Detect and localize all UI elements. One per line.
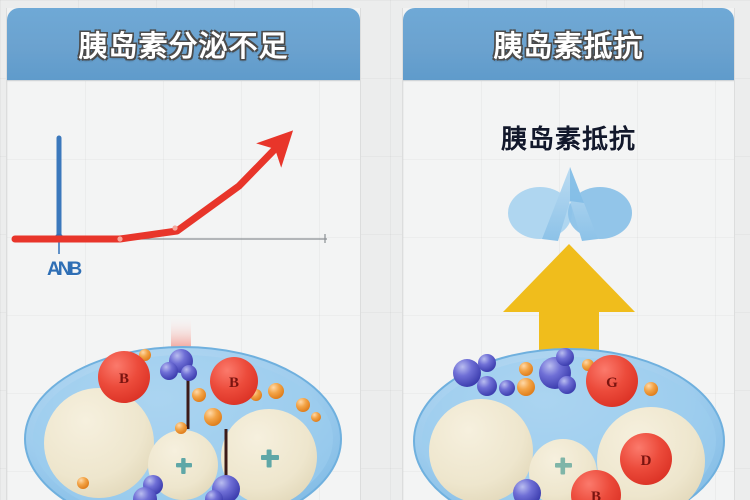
chart-point-knee bbox=[117, 236, 123, 242]
chart-axis-label: ANB bbox=[47, 259, 82, 280]
insulin-secretion-chart: ANB bbox=[7, 91, 360, 280]
up-arrow-shape bbox=[503, 244, 635, 371]
chart-red-curve bbox=[11, 130, 294, 243]
blue-granule-cluster bbox=[453, 348, 576, 500]
capsule-b-2-label: B bbox=[229, 375, 239, 391]
capsule-b-2: B bbox=[210, 357, 258, 405]
capsule-b-1: B bbox=[98, 351, 150, 403]
chart-point-mid bbox=[172, 225, 178, 231]
insulin-resistance-icon bbox=[506, 161, 634, 258]
chart-svg bbox=[11, 130, 327, 254]
capsule-b: B bbox=[571, 470, 621, 500]
capsule-g-label: G bbox=[606, 375, 618, 391]
capsule-d-label: D bbox=[641, 453, 652, 469]
panel-insulin-resistance: 胰岛素抵抗 胰岛素抵抗 bbox=[402, 8, 735, 500]
islet-lobe-left bbox=[44, 388, 154, 498]
capsule-b-1-label: B bbox=[119, 371, 129, 387]
islet-illustration-left: B B bbox=[21, 333, 346, 500]
capsule-d: D bbox=[620, 433, 672, 485]
insulin-resistance-label: 胰岛素抵抗 bbox=[500, 124, 636, 154]
blue-granule-cluster bbox=[133, 349, 240, 500]
insulin-resistance-icon-svg bbox=[508, 167, 632, 241]
receptor-wedge bbox=[542, 167, 598, 241]
receptor-wedge-shade bbox=[570, 167, 584, 203]
panel-header-left: 胰岛素分泌不足 bbox=[7, 8, 360, 80]
islet-illustration-right: G D B bbox=[411, 333, 729, 500]
capsule-g: G bbox=[586, 355, 638, 407]
plus-icon-right bbox=[261, 449, 279, 468]
islet-svg-left: B B bbox=[24, 346, 342, 500]
panel-insulin-deficiency: 胰岛素分泌不足 bbox=[6, 8, 361, 500]
up-arrow bbox=[469, 236, 669, 376]
islet-svg-right: G D B bbox=[413, 348, 725, 500]
panel-body-right: 胰岛素抵抗 bbox=[403, 80, 734, 500]
panel-title-right: 胰岛素抵抗 bbox=[493, 31, 644, 63]
capsule-b-label: B bbox=[591, 489, 601, 500]
orange-granule-cluster bbox=[517, 359, 658, 396]
panel-title-left: 胰岛素分泌不足 bbox=[78, 31, 289, 63]
plus-icon-center bbox=[176, 458, 192, 474]
up-arrow-svg bbox=[503, 244, 635, 371]
plus-icon-center bbox=[555, 457, 572, 475]
panel-body-left: ANB bbox=[7, 80, 360, 500]
islet-lobe-left bbox=[429, 399, 533, 500]
panel-header-right: 胰岛素抵抗 bbox=[403, 8, 734, 80]
